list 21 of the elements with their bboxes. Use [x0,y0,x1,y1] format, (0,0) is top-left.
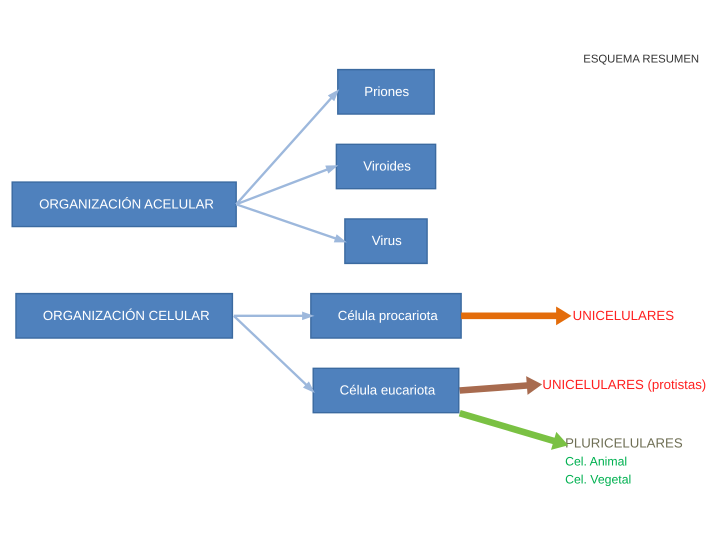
arrow [236,165,338,206]
node-text: PLURICELULARES [565,435,683,450]
node-box: ORGANIZACIÓN ACELULAR [11,181,237,228]
arrow [236,203,347,242]
node-box: Viroides [336,144,436,190]
node-label: Cel. Vegetal [565,472,632,487]
arrow [233,314,315,393]
arrow [235,89,340,206]
node-box: Virus [344,218,428,264]
node-text: UNICELULARES [572,308,674,323]
node-box: ORGANIZACIÓN CELULAR [15,292,234,339]
arrow [461,306,572,326]
diagram-title: ESQUEMA RESUMEN [583,54,700,66]
node-text: UNICELULARES (protistas) [542,376,706,392]
node-box: Célula eucariota [312,368,460,414]
node-label: Cel. Animal [565,454,628,469]
node-box: Célula procariota [310,292,462,339]
arrow [234,312,314,320]
node-box: Priones [337,68,435,115]
arrow [458,410,568,450]
arrow [459,376,542,395]
